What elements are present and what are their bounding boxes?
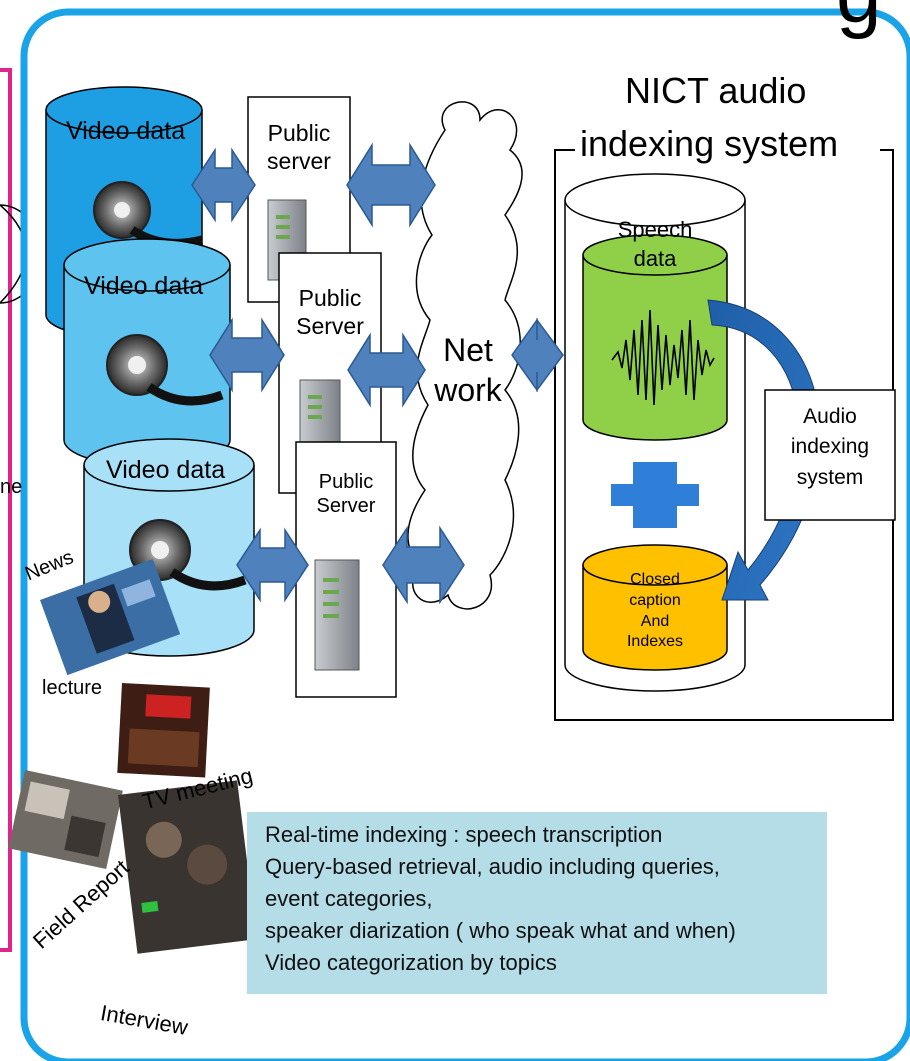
- audio-line: Audio: [803, 405, 857, 428]
- server-line: server: [267, 147, 331, 174]
- partial-title-glyph: g: [836, 0, 882, 42]
- public-server-label-2: Public Server: [283, 285, 377, 340]
- system-title-line1: NICT audio: [625, 70, 807, 111]
- feature-line: Query-based retrieval, audio including q…: [265, 854, 720, 879]
- server-tower-icon: [314, 559, 360, 671]
- features-box: Real-time indexing : speech transcriptio…: [247, 812, 827, 994]
- pink-frame-edge: [0, 68, 12, 952]
- feature-line: Video categorization by topics: [265, 950, 557, 975]
- network-label: Net work: [418, 330, 518, 410]
- server-line: Server: [316, 495, 376, 517]
- caption-line: Closed: [630, 571, 680, 588]
- nict-system-frame: [554, 149, 894, 721]
- double-arrow: [511, 317, 564, 393]
- server-line: Public: [318, 471, 374, 493]
- news-thumbnail: [40, 558, 181, 676]
- audio-indexing-label: Audio indexing system: [765, 402, 895, 493]
- caption-line: caption: [629, 591, 681, 609]
- field-report-thumbnail: [118, 780, 257, 954]
- double-arrow: [209, 317, 285, 393]
- video-data-label-3: Video data: [106, 456, 226, 484]
- lecture-label: lecture: [42, 677, 103, 699]
- speech-line: Speech: [617, 217, 693, 242]
- server-line: Server: [296, 312, 364, 339]
- feature-line: speaker diarization ( who speak what and…: [265, 918, 736, 943]
- double-arrow: [382, 525, 465, 605]
- speech-data-cylinder: [582, 234, 728, 441]
- caption-line: Indexes: [626, 633, 684, 651]
- video-data-label-1: Video data: [66, 117, 186, 145]
- network-line: work: [434, 372, 502, 408]
- public-server-label-1: Public server: [252, 120, 346, 175]
- double-arrow: [236, 527, 309, 603]
- closed-caption-label: Closed caption And Indexes: [590, 570, 720, 653]
- audio-line: indexing: [790, 435, 870, 459]
- video-data-label-2: Video data: [84, 272, 204, 300]
- partial-left-text: ne: [0, 476, 23, 498]
- network-cloud: [407, 101, 523, 610]
- lecture-thumbnail: [117, 683, 210, 778]
- double-arrow: [191, 147, 256, 223]
- feature-line: Real-time indexing : speech transcriptio…: [265, 822, 663, 847]
- speech-data-label: Speech data: [590, 216, 720, 273]
- plus-icon: [611, 462, 699, 528]
- film-reel-icon: [106, 334, 224, 406]
- public-server-label-3: Public Server: [298, 470, 394, 518]
- system-title-line2: indexing system: [576, 123, 843, 165]
- closed-caption-cylinder: [582, 544, 728, 671]
- server-line: Public: [298, 285, 362, 311]
- caption-line: And: [640, 612, 670, 630]
- audio-indexing-box: [764, 389, 896, 521]
- tv-meeting-thumbnail: [8, 770, 123, 870]
- double-arrow: [347, 332, 426, 408]
- server-line: Public: [267, 120, 331, 146]
- feature-line: event categories,: [265, 886, 433, 911]
- indexing-flow-arrow: [707, 299, 821, 601]
- double-arrow: [346, 142, 436, 228]
- speech-line: data: [633, 245, 677, 271]
- network-line: Net: [443, 332, 493, 368]
- waveform-icon: [611, 309, 715, 406]
- audio-line: system: [796, 465, 864, 489]
